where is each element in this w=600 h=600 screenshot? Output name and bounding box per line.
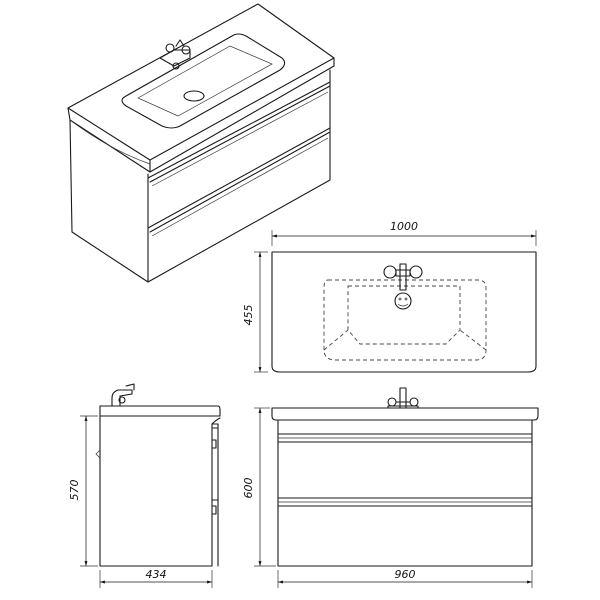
front-faucet-icon <box>387 387 419 409</box>
drain-icon <box>394 292 412 310</box>
side-faucet-icon <box>111 383 135 407</box>
dim-side-depth: 434 <box>146 568 167 581</box>
faucet-top-icon <box>383 263 423 291</box>
side-view: 570 434 <box>68 383 221 588</box>
dim-side-height: 570 <box>68 480 81 501</box>
dim-top-width: 1000 <box>390 220 418 233</box>
dim-top-depth: 455 <box>242 305 255 326</box>
isometric-view <box>67 3 335 283</box>
front-view: 600 960 <box>242 387 539 588</box>
faucet-icon <box>159 39 191 70</box>
dim-front-width: 960 <box>395 568 416 581</box>
top-view: 1000 455 <box>242 220 537 373</box>
dim-front-height: 600 <box>242 478 255 499</box>
